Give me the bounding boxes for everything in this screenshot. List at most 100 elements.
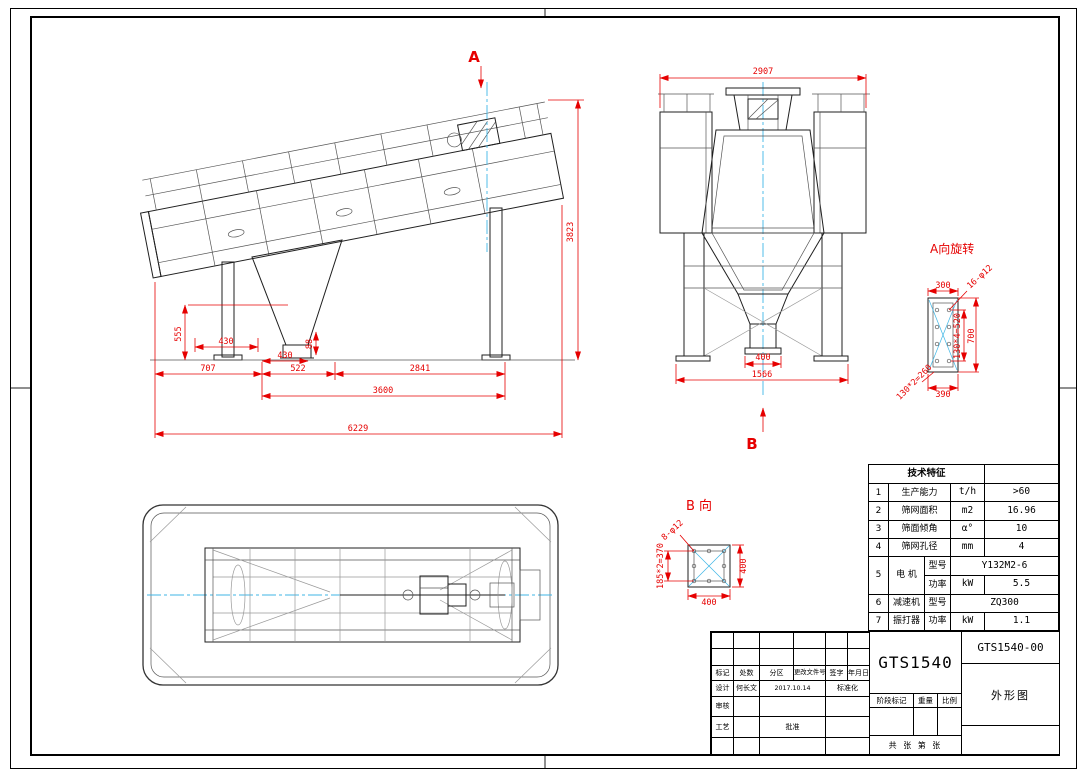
empty-cell [847, 631, 870, 650]
approve-label: 批准 [759, 716, 826, 738]
empty-cell [825, 631, 848, 650]
empty-cell [759, 695, 826, 718]
empty-cell [825, 716, 870, 738]
top-view-drive [340, 575, 505, 615]
bottom-empty-row [711, 736, 870, 756]
design-row: 设计 何长文 2017.10.14 标准化 [711, 680, 870, 697]
empty-cell [733, 716, 760, 738]
spec-name: 筛面倾角 [888, 519, 951, 539]
dim-a-pitch-v: 130*4=520 [953, 313, 963, 359]
revision-empty-row [711, 648, 870, 666]
spec-unit: kW [949, 575, 986, 595]
spec-name: 减速机 [888, 593, 925, 613]
spec-unit: kW [949, 611, 986, 632]
empty-cell [825, 736, 870, 756]
spec-value: >60 [984, 483, 1060, 503]
sheet-outer-border [10, 8, 1077, 769]
empty-cell [733, 695, 760, 718]
empty-cell [793, 631, 826, 650]
empty-cell [793, 648, 826, 666]
dim-outlet-height: 88 [305, 339, 315, 349]
rev-doc-label: 更改文件号 [793, 664, 826, 682]
dim-total-length: 6229 [348, 424, 368, 434]
weight-value [913, 708, 937, 736]
rev-date-label: 年月日 [847, 664, 870, 682]
empty-cell [733, 736, 760, 756]
dim-a-width: 390 [935, 390, 950, 400]
spec-value: Y132M2-6 [949, 556, 1060, 577]
empty-cell [733, 631, 760, 650]
spec-row-inclination: 3 筛面倾角 α° 10 [868, 519, 1060, 539]
weight-label: 重量 [913, 694, 937, 708]
spec-row-capacity: 1 生产能力 t/h >60 [868, 483, 1060, 503]
drawing-code: GTS1540 [869, 632, 961, 694]
detail-a-title: A向旋转 [930, 241, 974, 256]
empty-cell [984, 463, 1060, 485]
drawing-number: GTS1540-00 [961, 632, 1059, 664]
dim-frame-length: 3600 [373, 386, 393, 396]
spec-name: 振打器 [888, 611, 925, 632]
stage-mark-label: 阶段标记 [869, 694, 913, 708]
empty-cell [711, 736, 734, 756]
spec-value: 16.96 [984, 501, 1060, 521]
standard-label: 标准化 [825, 680, 870, 697]
rev-zone-label: 分区 [759, 664, 794, 682]
front-view-machine [658, 87, 870, 362]
spec-value: 10 [984, 519, 1060, 539]
spec-unit: m2 [949, 501, 986, 521]
dim-b-width: 400 [701, 598, 716, 608]
sheet-inner-frame [30, 16, 1060, 756]
dim-leg-span: 2841 [410, 364, 430, 374]
empty-cell [961, 726, 1059, 755]
spec-table-title: 技术特征 [867, 463, 986, 485]
review-label: 审核 [711, 695, 734, 718]
dim-a-inner-width: 300 [935, 281, 950, 291]
spec-no: 5 [868, 556, 889, 595]
spec-row-motor-power: 功率 kW 5.5 [869, 575, 1060, 595]
scale-label: 比例 [937, 694, 961, 708]
spec-row-reducer: 6 减速机 型号 ZQ300 [868, 593, 1060, 613]
empty-cell [711, 631, 734, 650]
spec-value: ZQ300 [949, 593, 1060, 613]
empty-cell [825, 648, 848, 666]
spec-param: 功率 [924, 575, 951, 595]
designer-name: 何长文 [733, 680, 760, 697]
support-legs [150, 207, 575, 361]
spec-row-motor-model: 5 电 机 型号 Y132M2-6 [868, 556, 1060, 595]
dim-hopper-offset: 522 [290, 364, 305, 374]
dim-b-height: 400 [739, 558, 749, 573]
section-label-a: A [468, 48, 480, 66]
side-view-machine-body [139, 101, 565, 279]
process-label: 工艺 [711, 716, 734, 738]
spec-row-knocker: 7 振打器 功率 kW 1.1 [868, 611, 1060, 632]
spec-param: 型号 [924, 556, 951, 577]
empty-cell [759, 631, 794, 650]
revision-empty-row [711, 631, 870, 650]
empty-cell [711, 648, 734, 666]
dim-b-pitch: 185*2=370 [656, 543, 666, 589]
rev-sign-label: 签字 [825, 664, 848, 682]
spec-no: 1 [868, 483, 889, 503]
spec-no: 4 [868, 537, 889, 558]
front-view-dimensions: 2907 400 1566 [659, 67, 867, 384]
spec-unit: mm [949, 537, 986, 558]
side-view-dimensions: 707 522 2841 3600 6229 430 430 555 88 38… [154, 99, 584, 438]
spec-name: 电 机 [888, 556, 925, 595]
empty-cell [847, 648, 870, 666]
stage-mark-value [869, 708, 913, 736]
dim-discharge-height: 555 [174, 326, 184, 341]
sheet-count-info: 共 张 第 张 [869, 736, 961, 755]
detail-b-title: B 向 [686, 498, 712, 514]
spec-no: 6 [868, 593, 889, 613]
rev-count-label: 处数 [733, 664, 760, 682]
spec-value: 1.1 [984, 611, 1060, 632]
spec-unit: α° [949, 519, 986, 539]
front-view: 2907 400 1566 B [658, 67, 870, 453]
spec-value: 5.5 [984, 575, 1060, 595]
review-row: 审核 [711, 695, 870, 718]
dim-outlet-offset: 430 [277, 351, 292, 361]
spec-unit: t/h [949, 483, 986, 503]
spec-no: 3 [868, 519, 889, 539]
design-date: 2017.10.14 [759, 680, 826, 697]
